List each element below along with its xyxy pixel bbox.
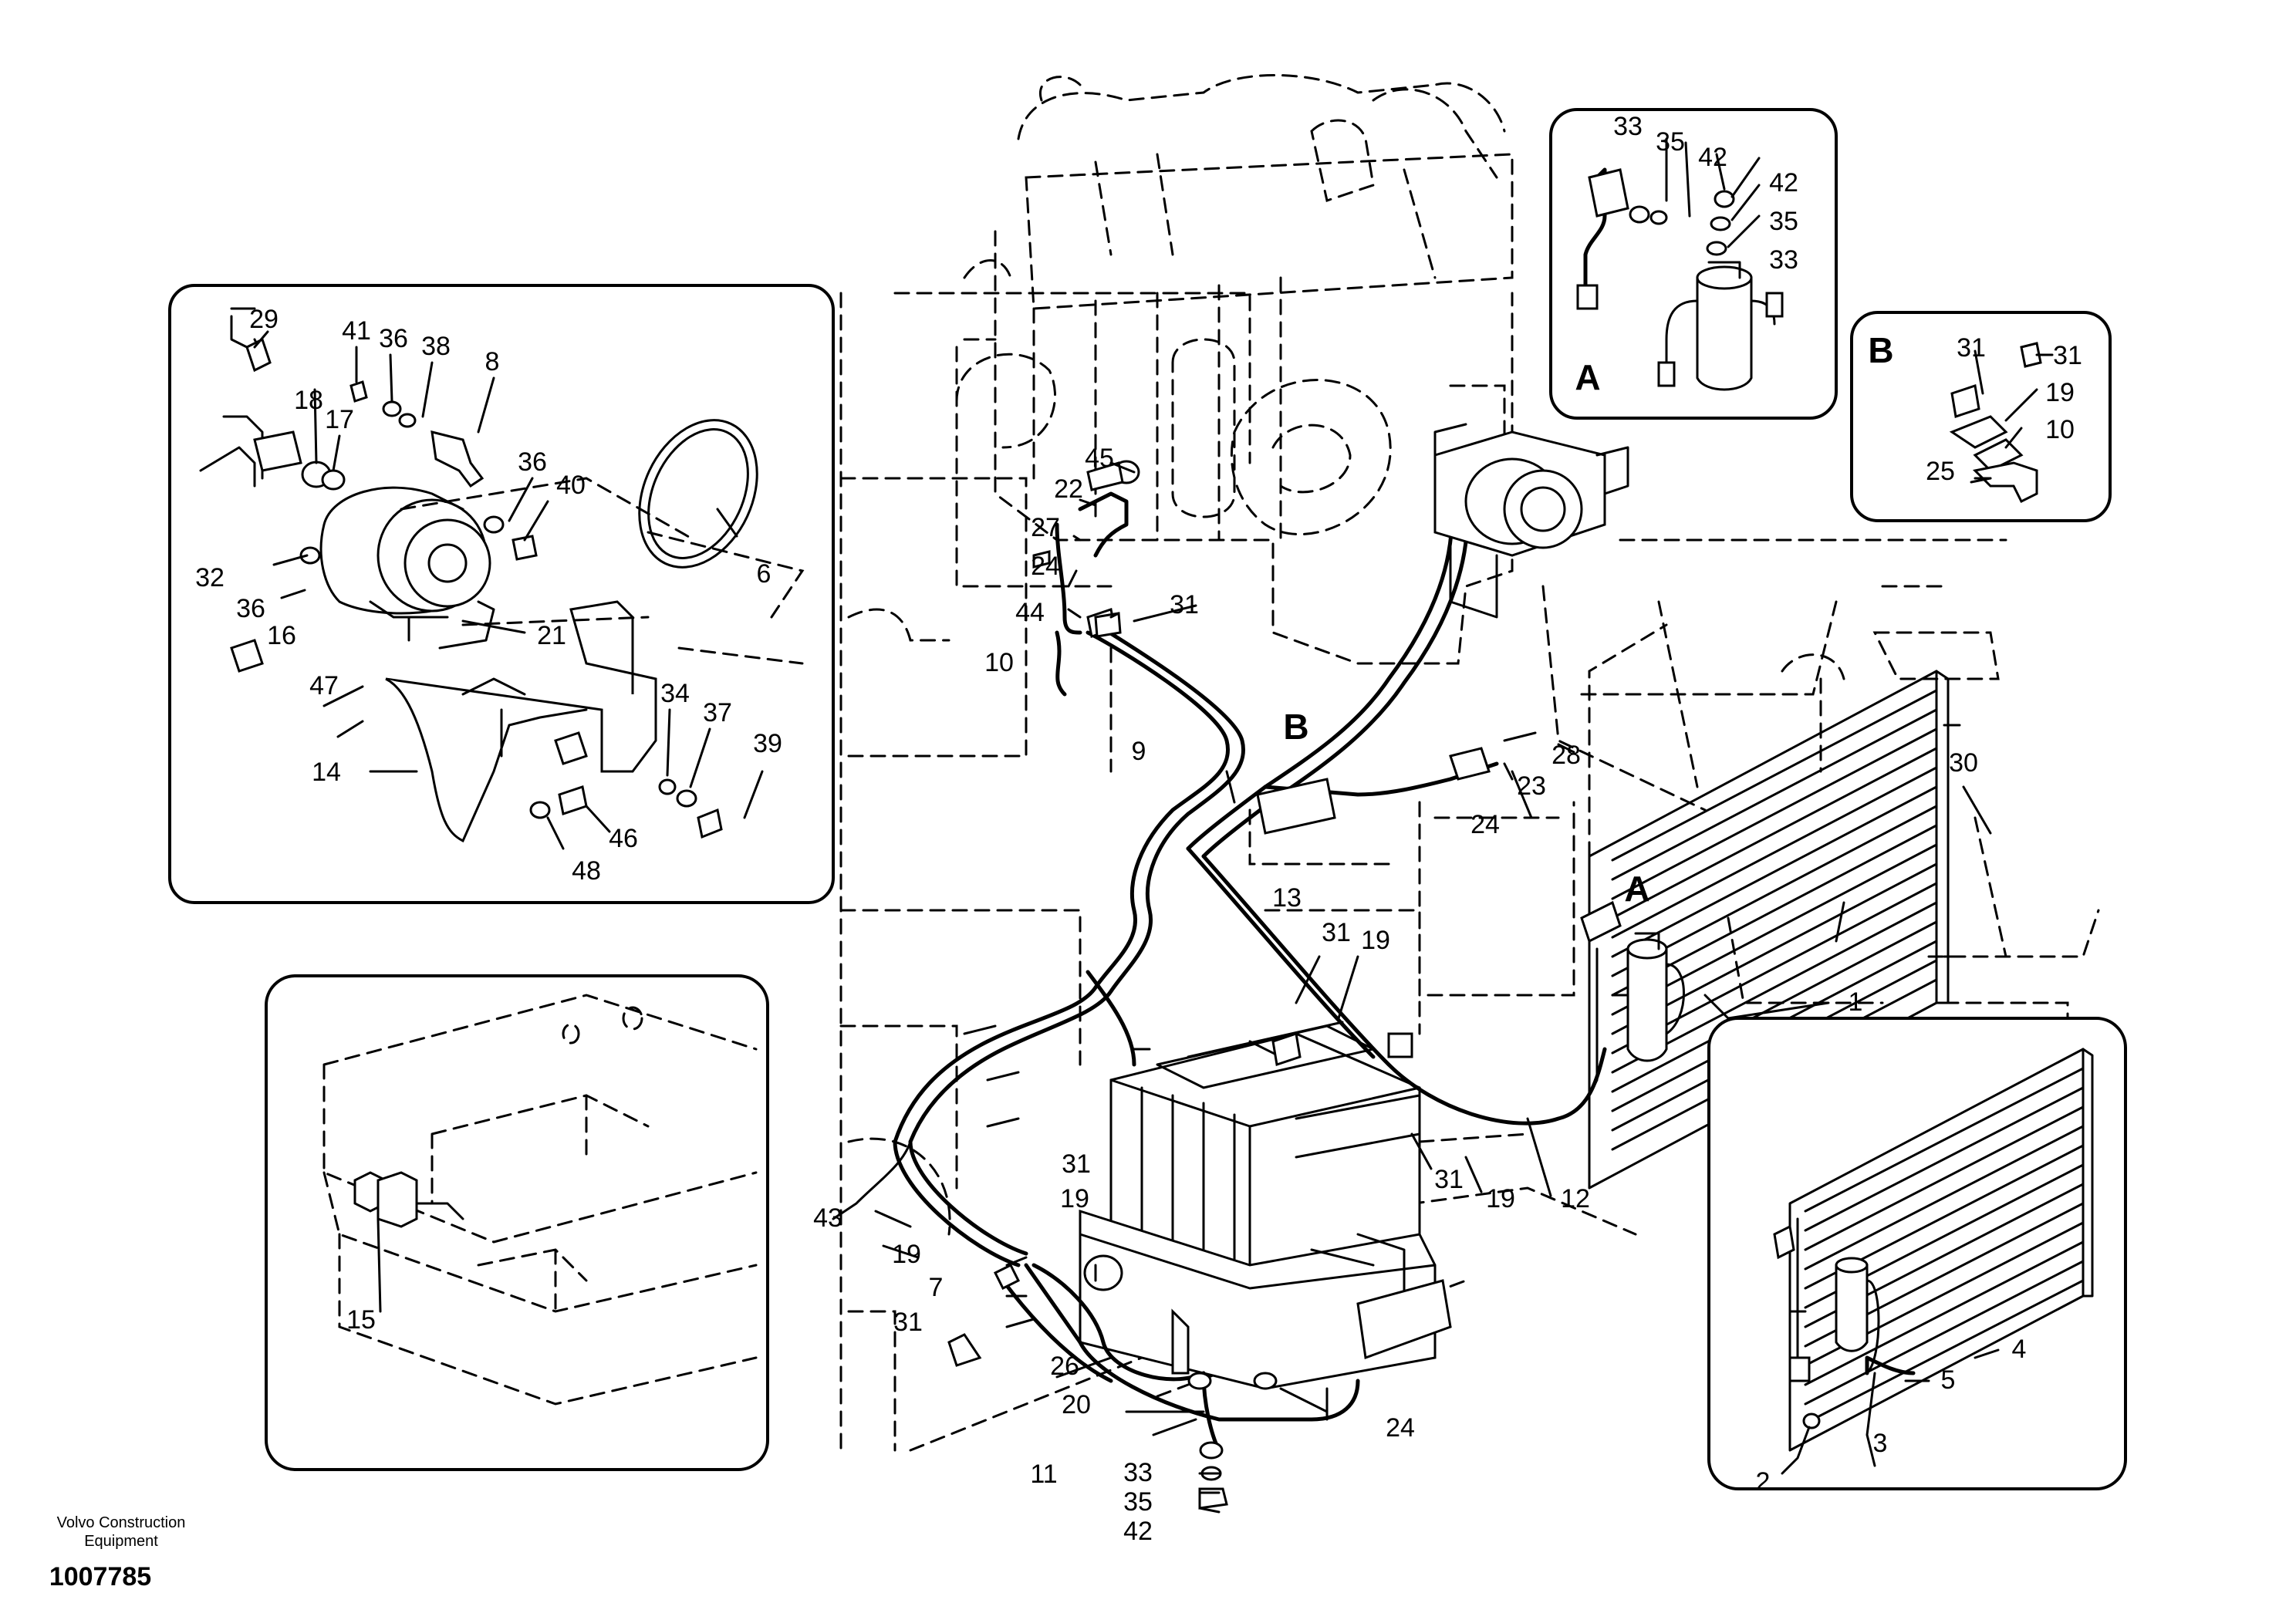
machine-frame-outline	[839, 292, 2100, 1452]
part-label: 31	[1062, 1149, 1091, 1179]
part-label: 19	[1486, 1184, 1515, 1213]
part-label: 26	[1050, 1352, 1079, 1381]
clamps-and-bolts	[947, 612, 1491, 1510]
part-label: 28	[1551, 741, 1581, 770]
part-label: 40	[556, 471, 586, 500]
part-label: 10	[984, 648, 1014, 677]
part-label: 27	[1031, 513, 1060, 542]
part-label: 35	[1656, 127, 1685, 157]
part-label: 24	[1031, 552, 1060, 581]
part-label: 31	[1957, 333, 1986, 363]
part-label: 23	[1517, 771, 1546, 801]
part-label: 8	[485, 347, 500, 376]
part-label: 21	[537, 621, 566, 650]
part-label: 17	[325, 405, 354, 434]
part-label: 33	[1123, 1458, 1153, 1487]
part-label: 35	[1123, 1487, 1153, 1517]
evaporator-unit	[1079, 1021, 1452, 1390]
part-label: 12	[1561, 1184, 1590, 1213]
part-label: 31	[1434, 1165, 1464, 1194]
part-label: 13	[1272, 883, 1302, 913]
part-label: 3	[1873, 1429, 1888, 1458]
engine-outline	[955, 74, 1514, 665]
footer: Volvo Construction Equipment 1007785	[49, 1514, 186, 1591]
part-label: 42	[1123, 1517, 1153, 1546]
part-label: 30	[1949, 748, 1978, 778]
part-label: 38	[421, 332, 451, 361]
company-name: Volvo Construction	[57, 1514, 186, 1531]
detail-box-b	[1850, 311, 2112, 522]
part-label: 36	[518, 447, 547, 477]
part-label: 37	[703, 698, 732, 727]
part-label: 4	[2012, 1335, 2027, 1364]
part-label: 6	[757, 559, 772, 589]
part-label: 24	[1386, 1413, 1415, 1443]
compressor	[1433, 423, 1629, 619]
condenser	[1588, 585, 1961, 1190]
company-name-line2: Equipment	[84, 1533, 158, 1550]
part-label: 20	[1062, 1390, 1091, 1419]
detail-box-compressor	[168, 284, 835, 904]
detail-a-title: A	[1575, 357, 1600, 397]
part-label: 10	[2045, 415, 2075, 444]
part-label: 36	[236, 594, 265, 623]
part-label: 5	[1941, 1365, 1956, 1395]
detail-box-condenser	[1707, 1017, 2127, 1490]
part-label: 45	[1085, 444, 1114, 473]
part-label: 36	[379, 324, 408, 353]
part-label: 9	[1132, 737, 1146, 766]
part-label: 31	[2053, 341, 2082, 370]
part-label: 29	[249, 305, 279, 334]
part-label: 19	[892, 1240, 921, 1269]
part-label: 34	[660, 679, 690, 708]
part-label: 41	[342, 316, 371, 346]
part-label: 43	[813, 1203, 842, 1233]
part-label: 33	[1613, 112, 1643, 141]
part-label: 47	[309, 671, 339, 700]
part-label: 14	[312, 758, 341, 787]
part-label: 42	[1769, 168, 1798, 197]
part-label: 42	[1698, 143, 1727, 172]
detail-b-title: B	[1868, 330, 1893, 370]
detail-box-a	[1549, 108, 1838, 420]
part-label: 39	[753, 729, 782, 758]
part-label: 18	[294, 386, 323, 415]
receiver-drier	[1580, 900, 1685, 1097]
part-label: 1	[1849, 987, 1863, 1017]
part-label: 31	[893, 1308, 923, 1337]
part-label: 44	[1015, 598, 1045, 627]
part-label: 19	[2045, 378, 2075, 407]
part-label: 22	[1054, 474, 1083, 504]
part-label: 19	[1060, 1184, 1089, 1213]
detail-marker-a: A	[1624, 869, 1649, 909]
part-label: 31	[1170, 590, 1199, 619]
part-label: 32	[195, 563, 225, 592]
part-label: 31	[1322, 918, 1351, 947]
part-label: 11	[1030, 1460, 1057, 1489]
part-label: 15	[346, 1305, 376, 1335]
part-label: 46	[609, 824, 638, 853]
figure-id: 1007785	[49, 1562, 151, 1591]
part-label: 2	[1756, 1467, 1771, 1497]
part-label: 33	[1769, 245, 1798, 275]
part-label: 35	[1769, 207, 1798, 236]
part-label: 7	[929, 1273, 944, 1302]
part-number-labels: 29 41 36 38 8 18 17 36 40 6 32 36 16 21 …	[195, 112, 2082, 1546]
part-label: 16	[267, 621, 296, 650]
detail-box-sensor	[265, 974, 769, 1471]
receiver-pipe-fitting	[1032, 460, 1140, 638]
leader-lines	[253, 137, 2054, 1514]
detail-marker-b: B	[1283, 707, 1308, 747]
refrigerant-hoses	[893, 491, 1607, 1453]
part-label: 48	[572, 856, 601, 886]
part-label: 19	[1361, 926, 1390, 955]
part-label: 25	[1926, 457, 1955, 486]
part-label: 24	[1470, 810, 1500, 839]
